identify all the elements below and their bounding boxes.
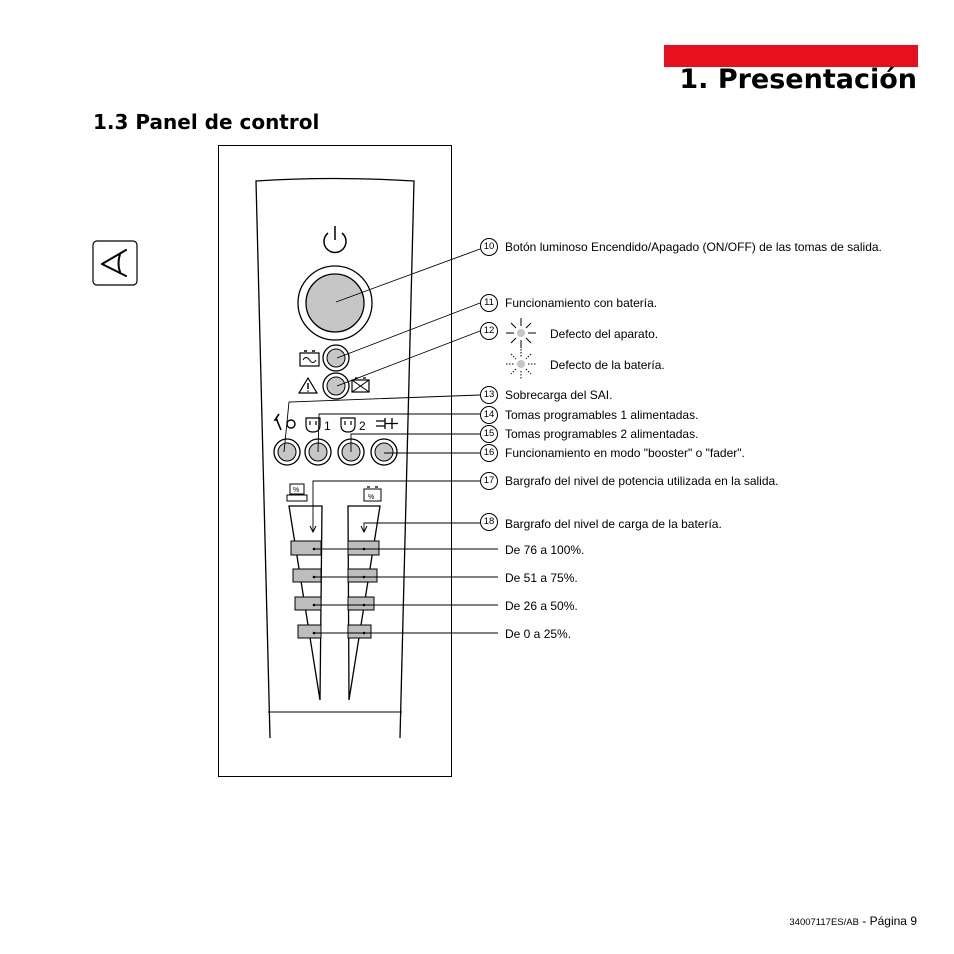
header-accent-bar <box>664 45 918 67</box>
leader-line-13 <box>283 394 481 453</box>
percent-symbol: % <box>293 487 299 494</box>
diagram-frame <box>218 145 452 777</box>
percent-symbol: % <box>368 494 374 501</box>
battery-segment-3 <box>347 596 375 611</box>
device-fault-blink-icon <box>506 318 536 348</box>
arrow-17 <box>309 525 317 534</box>
device-body <box>255 177 415 739</box>
outlet-icon <box>305 417 321 433</box>
battery-mode-led <box>322 344 350 372</box>
label-level-1: De 76 a 100%. <box>505 543 585 557</box>
bargraph-icon <box>286 483 308 502</box>
label-battery-fault: Defecto de la batería. <box>550 358 665 372</box>
callout-13: 13 <box>480 386 498 404</box>
label-level-2: De 51 a 75%. <box>505 571 578 585</box>
document-reference: 34007117ES/AB <box>789 917 859 928</box>
bargraph-icon <box>363 486 382 502</box>
booster-led <box>370 438 398 466</box>
label-level-3: De 26 a 50%. <box>505 599 578 613</box>
outlet-2-label: 2 <box>359 419 366 433</box>
outlet-1-label: 1 <box>324 419 331 433</box>
label-outlets-1: Tomas programables 1 alimentadas. <box>505 408 699 422</box>
battery-fault-blink-icon <box>506 349 536 379</box>
page-footer: 34007117ES/AB - Página 9 <box>789 912 917 930</box>
fault-led <box>322 372 350 400</box>
callout-15: 15 <box>480 425 498 443</box>
label-battery-mode: Funcionamiento con batería. <box>505 296 658 310</box>
power-segment-1 <box>290 540 322 556</box>
leader-line-12 <box>336 330 481 387</box>
label-device-fault: Defecto del aparato. <box>550 327 659 341</box>
label-outlets-2: Tomas programables 2 alimentadas. <box>505 427 699 441</box>
callout-17: 17 <box>480 472 498 490</box>
battery-icon <box>299 350 320 367</box>
page-number: - Página 9 <box>858 914 917 928</box>
warning-icon <box>297 376 319 394</box>
power-segment-3 <box>294 596 322 611</box>
callout-16: 16 <box>480 444 498 462</box>
label-level-4: De 0 a 25%. <box>505 627 572 641</box>
leader-line-17 <box>312 480 480 531</box>
overload-led <box>273 438 301 466</box>
battery-segment-2 <box>347 568 378 583</box>
note-pointer-icon <box>92 240 138 286</box>
power-button <box>297 265 373 341</box>
callout-10: 10 <box>480 238 498 256</box>
callout-12: 12 <box>480 322 498 340</box>
arrow-18 <box>360 525 368 534</box>
outlet-icon <box>340 417 356 433</box>
leader-line-10 <box>335 248 481 303</box>
callout-11: 11 <box>480 294 498 312</box>
leader-line-11 <box>336 302 481 359</box>
callout-18: 18 <box>480 513 498 531</box>
label-booster: Funcionamiento en modo "booster" o "fade… <box>505 446 745 460</box>
power-segment-2 <box>292 568 322 583</box>
callout-14: 14 <box>480 406 498 424</box>
battery-segment-4 <box>347 624 372 639</box>
label-overload: Sobrecarga del SAI. <box>505 388 613 402</box>
chapter-title: 1. Presentación <box>679 64 917 95</box>
power-icon <box>323 226 347 254</box>
overload-icon <box>273 413 296 431</box>
booster-icon <box>376 418 398 429</box>
section-title: 1.3 Panel de control <box>93 110 320 134</box>
leader-line-18 <box>363 522 480 531</box>
label-power-bargraph: Bargrafo del nivel de potencia utilizada… <box>505 474 779 488</box>
label-power-button: Botón luminoso Encendido/Apagado (ON/OFF… <box>505 240 882 254</box>
power-segment-4 <box>297 624 322 639</box>
label-battery-bargraph: Bargrafo del nivel de carga de la baterí… <box>505 517 722 531</box>
leader-line-15 <box>350 433 480 452</box>
leader-line-14 <box>317 413 480 453</box>
battery-fault-icon <box>351 377 370 393</box>
